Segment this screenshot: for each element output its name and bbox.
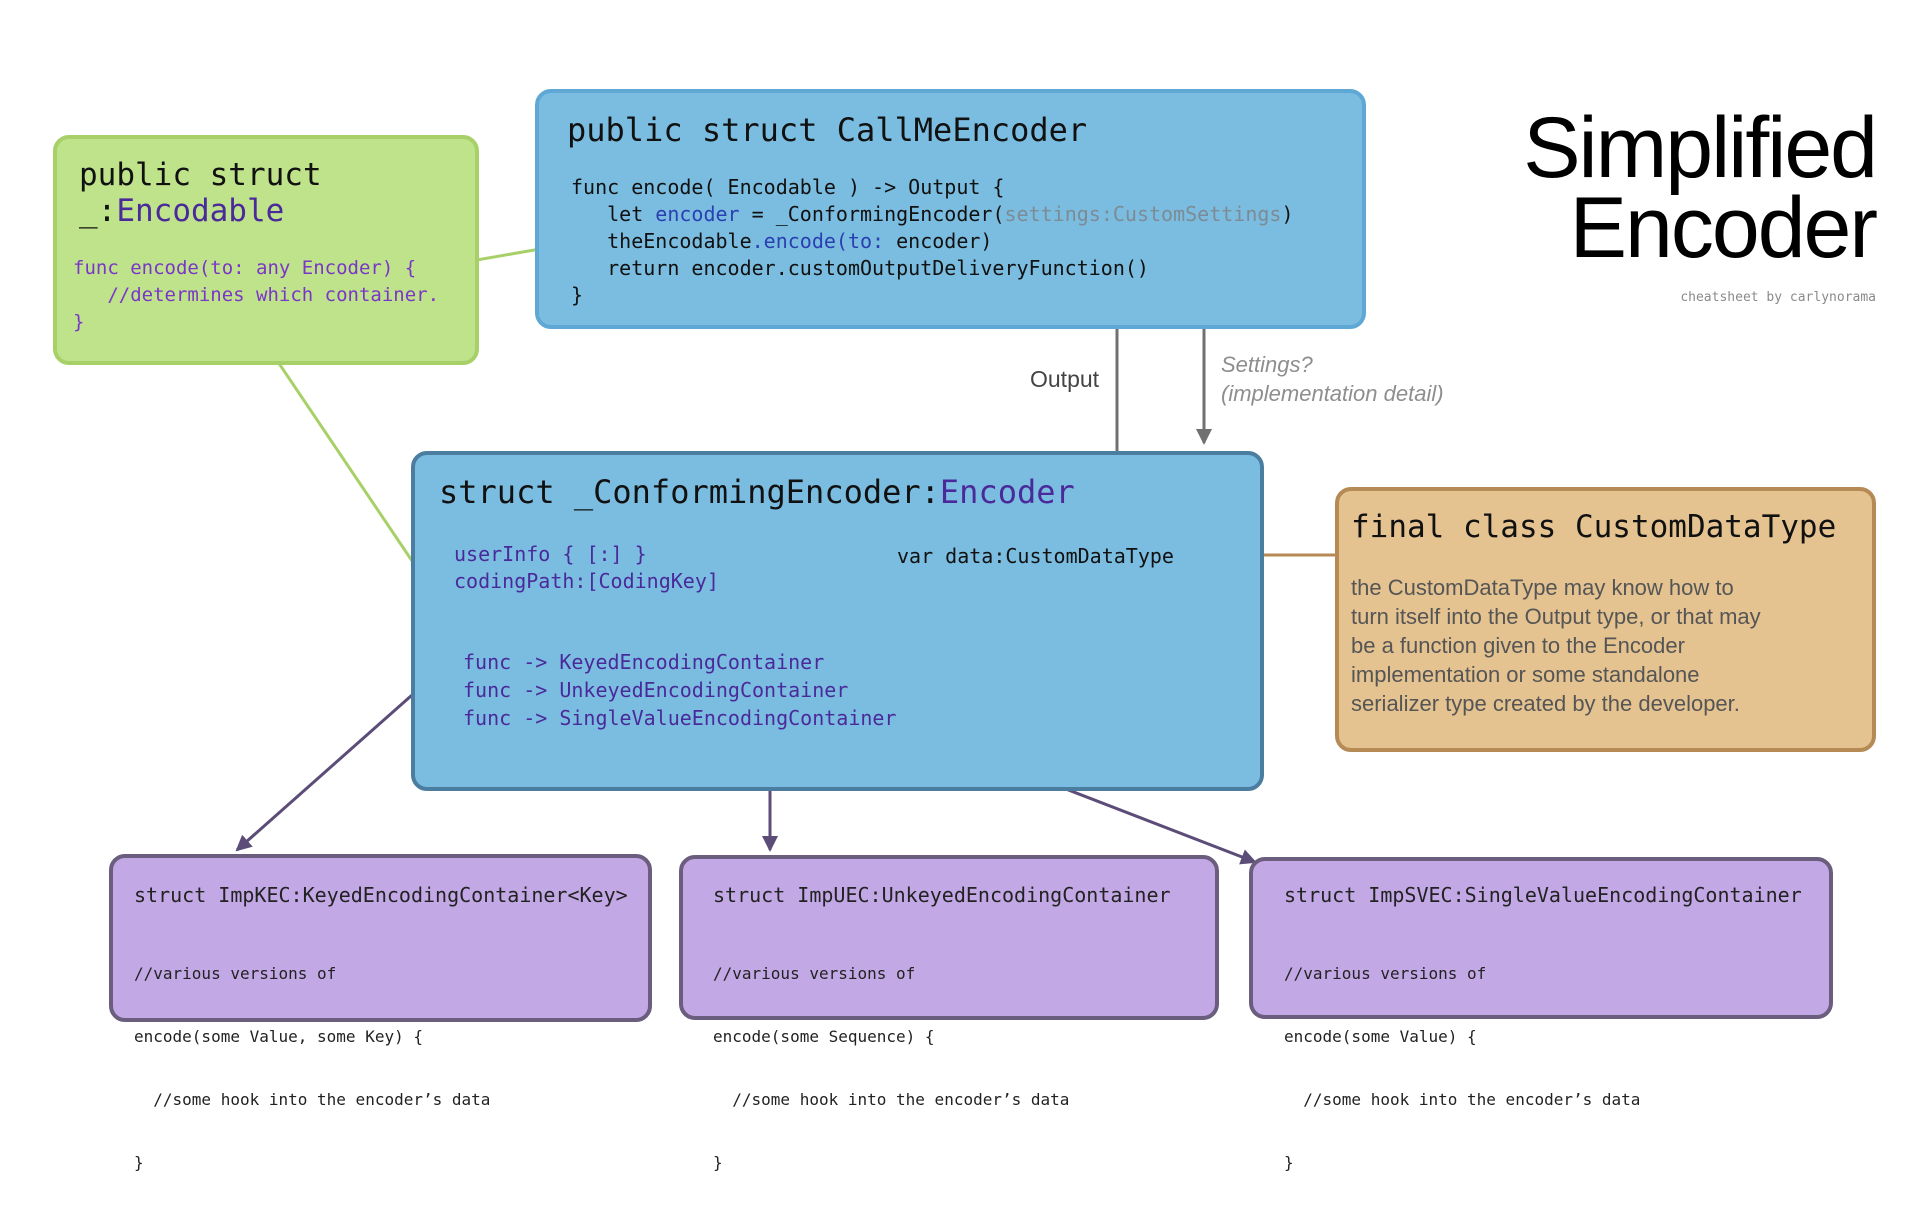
encodable-decl-2: _:Encodable — [79, 193, 285, 229]
callme-line-5: } — [571, 283, 584, 307]
impkec-code-1: //various versions of — [134, 964, 337, 983]
impkec-code-4: } — [134, 1153, 144, 1172]
custom-desc: the CustomDataType may know how to turn … — [1351, 573, 1761, 718]
encodable-code-1: func encode(to: any Encoder) { — [73, 257, 417, 279]
title-line-1: Simplified — [1523, 100, 1878, 196]
custom-desc-4: implementation or some standalone — [1351, 662, 1700, 687]
encodable-code-3: } — [73, 311, 85, 333]
impsvec-code-2: encode(some Value) { — [1284, 1027, 1477, 1046]
encodable-code-2: //determines which container. — [73, 284, 440, 306]
data-var-line: var data:CustomDataType — [897, 544, 1174, 568]
codingpath-line: codingPath:[CodingKey] — [454, 569, 719, 593]
func-singlevalue: func -> SingleValueEncodingContainer — [463, 706, 897, 730]
impkec-code-2: encode(some Value, some Key) { — [134, 1027, 423, 1046]
impuec-code-2: encode(some Sequence) { — [713, 1027, 935, 1046]
title-line-2: Encoder — [1569, 180, 1878, 276]
callme-line-3: theEncodable.encode(to: encoder) — [571, 229, 993, 253]
func-unkeyed: func -> UnkeyedEncodingContainer — [463, 678, 849, 702]
impkec-box: struct ImpKEC:KeyedEncodingContainer<Key… — [109, 854, 652, 1172]
impuec-code: //various versions of encode(some Sequen… — [713, 921, 1069, 1215]
impkec-code-3: //some hook into the encoder’s data — [134, 1090, 491, 1109]
callme-encoder-box: public struct CallMeEncoder func encode(… — [535, 89, 1366, 329]
page-title: Simplified Encoder — [1523, 100, 1878, 276]
impuec-code-4: } — [713, 1153, 723, 1172]
impsvec-code-1: //various versions of — [1284, 964, 1487, 983]
impuec-decl: struct ImpUEC:UnkeyedEncodingContainer — [713, 883, 1171, 907]
func-keyed: func -> KeyedEncodingContainer — [463, 650, 825, 674]
impsvec-box: struct ImpSVEC:SingleValueEncodingContai… — [1249, 857, 1833, 1172]
impsvec-code-3: //some hook into the encoder’s data — [1284, 1090, 1641, 1109]
custom-desc-5: serializer type created by the developer… — [1351, 691, 1740, 716]
impkec-code: //various versions of encode(some Value,… — [134, 921, 490, 1215]
credit: cheatsheet by carlynorama — [1680, 290, 1876, 305]
conforming-decl: struct _ConformingEncoder:Encoder — [439, 473, 1075, 511]
custom-desc-2: turn itself into the Output type, or tha… — [1351, 604, 1761, 629]
impsvec-decl: struct ImpSVEC:SingleValueEncodingContai… — [1284, 883, 1802, 907]
impkec-decl: struct ImpKEC:KeyedEncodingContainer<Key… — [134, 883, 628, 907]
callme-decl: public struct CallMeEncoder — [567, 111, 1088, 149]
settings-label-2: (implementation detail) — [1221, 381, 1444, 406]
encodable-decl-1: public struct — [79, 157, 322, 193]
custom-decl: final class CustomDataType — [1351, 509, 1837, 545]
custom-desc-3: be a function given to the Encoder — [1351, 633, 1685, 658]
userinfo-line: userInfo { [:] } — [454, 542, 647, 566]
callme-line-2: let encoder = _ConformingEncoder(setting… — [571, 202, 1294, 226]
impuec-code-1: //various versions of — [713, 964, 916, 983]
encodable-box: public struct _:Encodable func encode(to… — [53, 135, 479, 365]
impsvec-code-4: } — [1284, 1153, 1294, 1172]
output-label: Output — [1030, 366, 1100, 392]
callme-line-1: func encode( Encodable ) -> Output { — [571, 175, 1005, 199]
custom-data-type-box: final class CustomDataType the CustomDat… — [1335, 487, 1876, 752]
custom-desc-1: the CustomDataType may know how to — [1351, 575, 1734, 600]
conforming-encoder-box: struct _ConformingEncoder:Encoder userIn… — [411, 451, 1264, 791]
impuec-box: struct ImpUEC:UnkeyedEncodingContainer /… — [679, 855, 1219, 1172]
settings-label-1: Settings? — [1221, 352, 1313, 377]
callme-line-4: return encoder.customOutputDeliveryFunct… — [571, 256, 1149, 280]
impsvec-code: //various versions of encode(some Value)… — [1284, 921, 1640, 1215]
impuec-code-3: //some hook into the encoder’s data — [713, 1090, 1070, 1109]
